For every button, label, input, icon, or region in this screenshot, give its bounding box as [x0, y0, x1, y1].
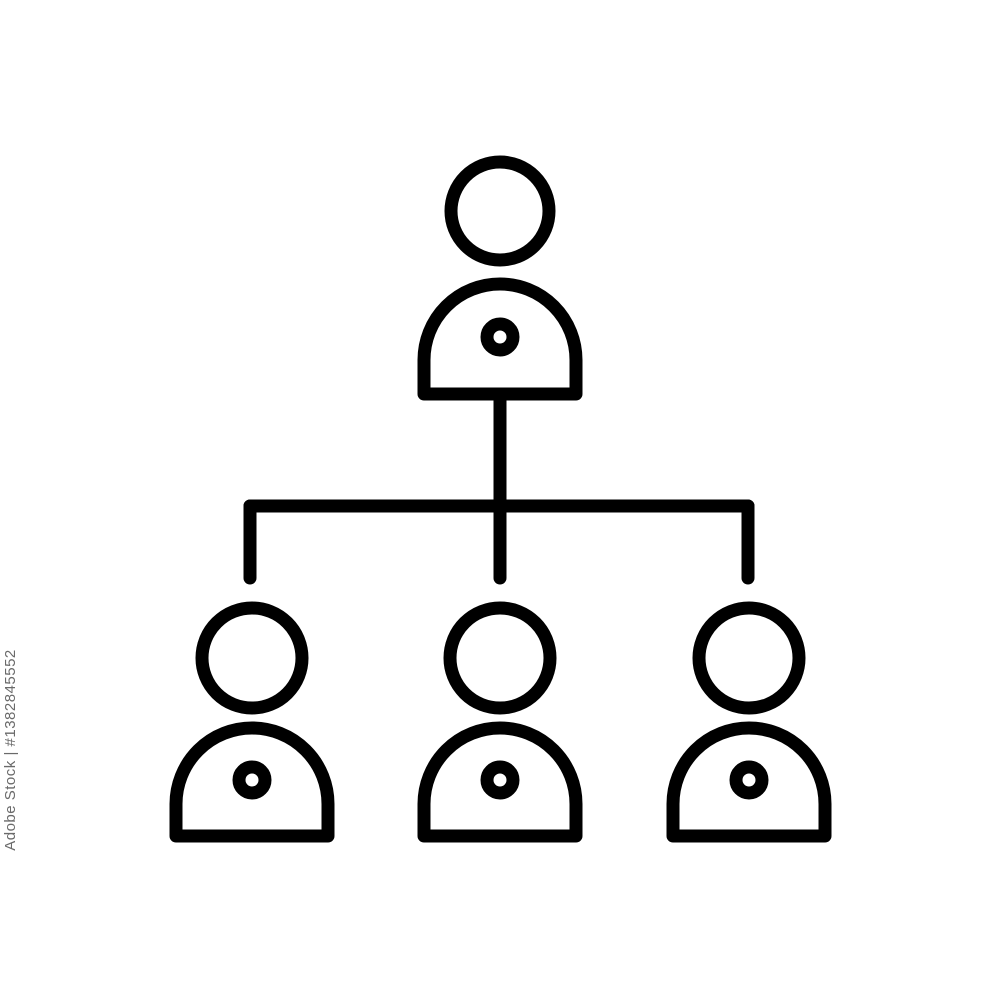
- left-member-body: [169, 721, 335, 843]
- manager-person-icon: [417, 155, 583, 401]
- watermark-label: Adobe Stock | #1382845552: [2, 649, 19, 851]
- stock-watermark-text: Adobe Stock | #1382845552: [2, 500, 20, 1000]
- center-member-person-icon: [417, 601, 583, 843]
- right-member-badge: [729, 760, 769, 800]
- manager-head: [444, 155, 556, 267]
- manager-body: [417, 277, 583, 401]
- left-member-badge: [232, 760, 272, 800]
- left-member-head: [195, 601, 309, 715]
- center-member-body: [417, 721, 583, 843]
- right-member-body: [666, 721, 832, 843]
- right-member-person-icon: [666, 601, 832, 843]
- connector-lines: [243, 391, 755, 585]
- hierarchy-icon: [169, 155, 832, 843]
- left-member-person-icon: [169, 601, 335, 843]
- manager-badge: [480, 317, 520, 357]
- center-member-head: [443, 601, 557, 715]
- right-member-head: [692, 601, 806, 715]
- center-member-badge: [480, 760, 520, 800]
